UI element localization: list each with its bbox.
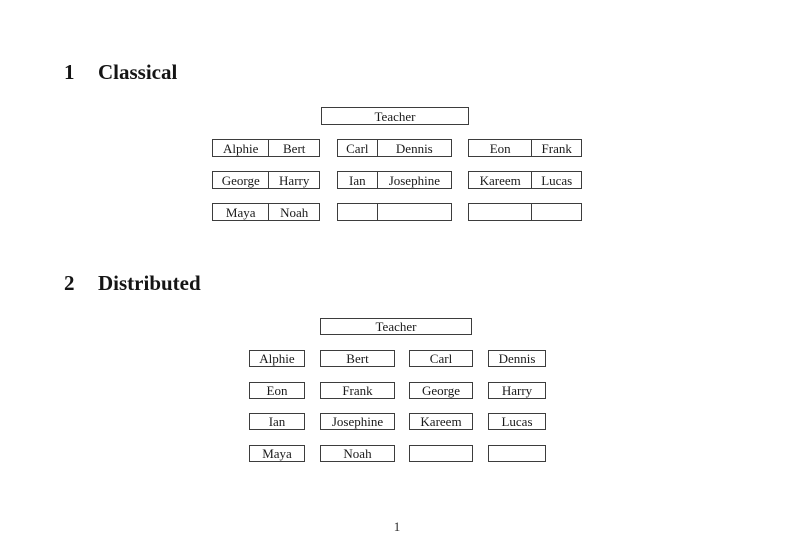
section-1-title: Classical [98,60,178,84]
section-2-heading: 2 Distributed [64,271,201,295]
seat-box: Alphie [249,350,305,367]
seat-box [488,445,546,462]
seat-box: Frank [320,382,395,399]
seat-box: Noah [320,445,395,462]
seat-box: Kareem [409,413,473,430]
desk: Alphie Bert [212,139,320,157]
seat: Lucas [531,172,581,188]
page-number: 1 [393,519,401,534]
seat-box: Carl [409,350,473,367]
desk: Ian Josephine [337,171,452,189]
seat-box: Josephine [320,413,395,430]
section-1-heading: 1 Classical [64,60,178,84]
seat-box: Eon [249,382,305,399]
desk [337,203,452,221]
teacher-box: Teacher [320,318,472,335]
seat: Eon [489,140,511,156]
seat: Bert [268,140,319,156]
seat-box [409,445,473,462]
seat: Josephine [376,172,451,188]
seat: Ian [349,172,366,188]
desk: Carl Dennis [337,139,452,157]
seat-box: Harry [488,382,546,399]
seat: Noah [268,204,319,220]
seat-box: George [409,382,473,399]
desk [468,203,582,221]
seat: George [221,172,260,188]
seat: Frank [531,140,581,156]
section-1-number: 1 [64,60,75,84]
seat: Carl [346,140,369,156]
desk: Kareem Lucas [468,171,582,189]
section-2-title: Distributed [98,271,201,295]
seat: Maya [225,204,256,220]
seat: Kareem [479,172,521,188]
seat-box: Ian [249,413,305,430]
desk: Maya Noah [212,203,320,221]
desk: Eon Frank [468,139,582,157]
seat-box: Lucas [488,413,546,430]
seat-box: Dennis [488,350,546,367]
seat [531,204,581,220]
seat [376,204,451,220]
seat: Harry [268,172,319,188]
seat: Alphie [223,140,259,156]
desk: George Harry [212,171,320,189]
seat [469,204,531,220]
teacher-box: Teacher [321,107,469,125]
seat: Dennis [376,140,451,156]
seat-box: Maya [249,445,305,462]
seat [338,204,377,220]
section-2-number: 2 [64,271,75,295]
seat-box: Bert [320,350,395,367]
